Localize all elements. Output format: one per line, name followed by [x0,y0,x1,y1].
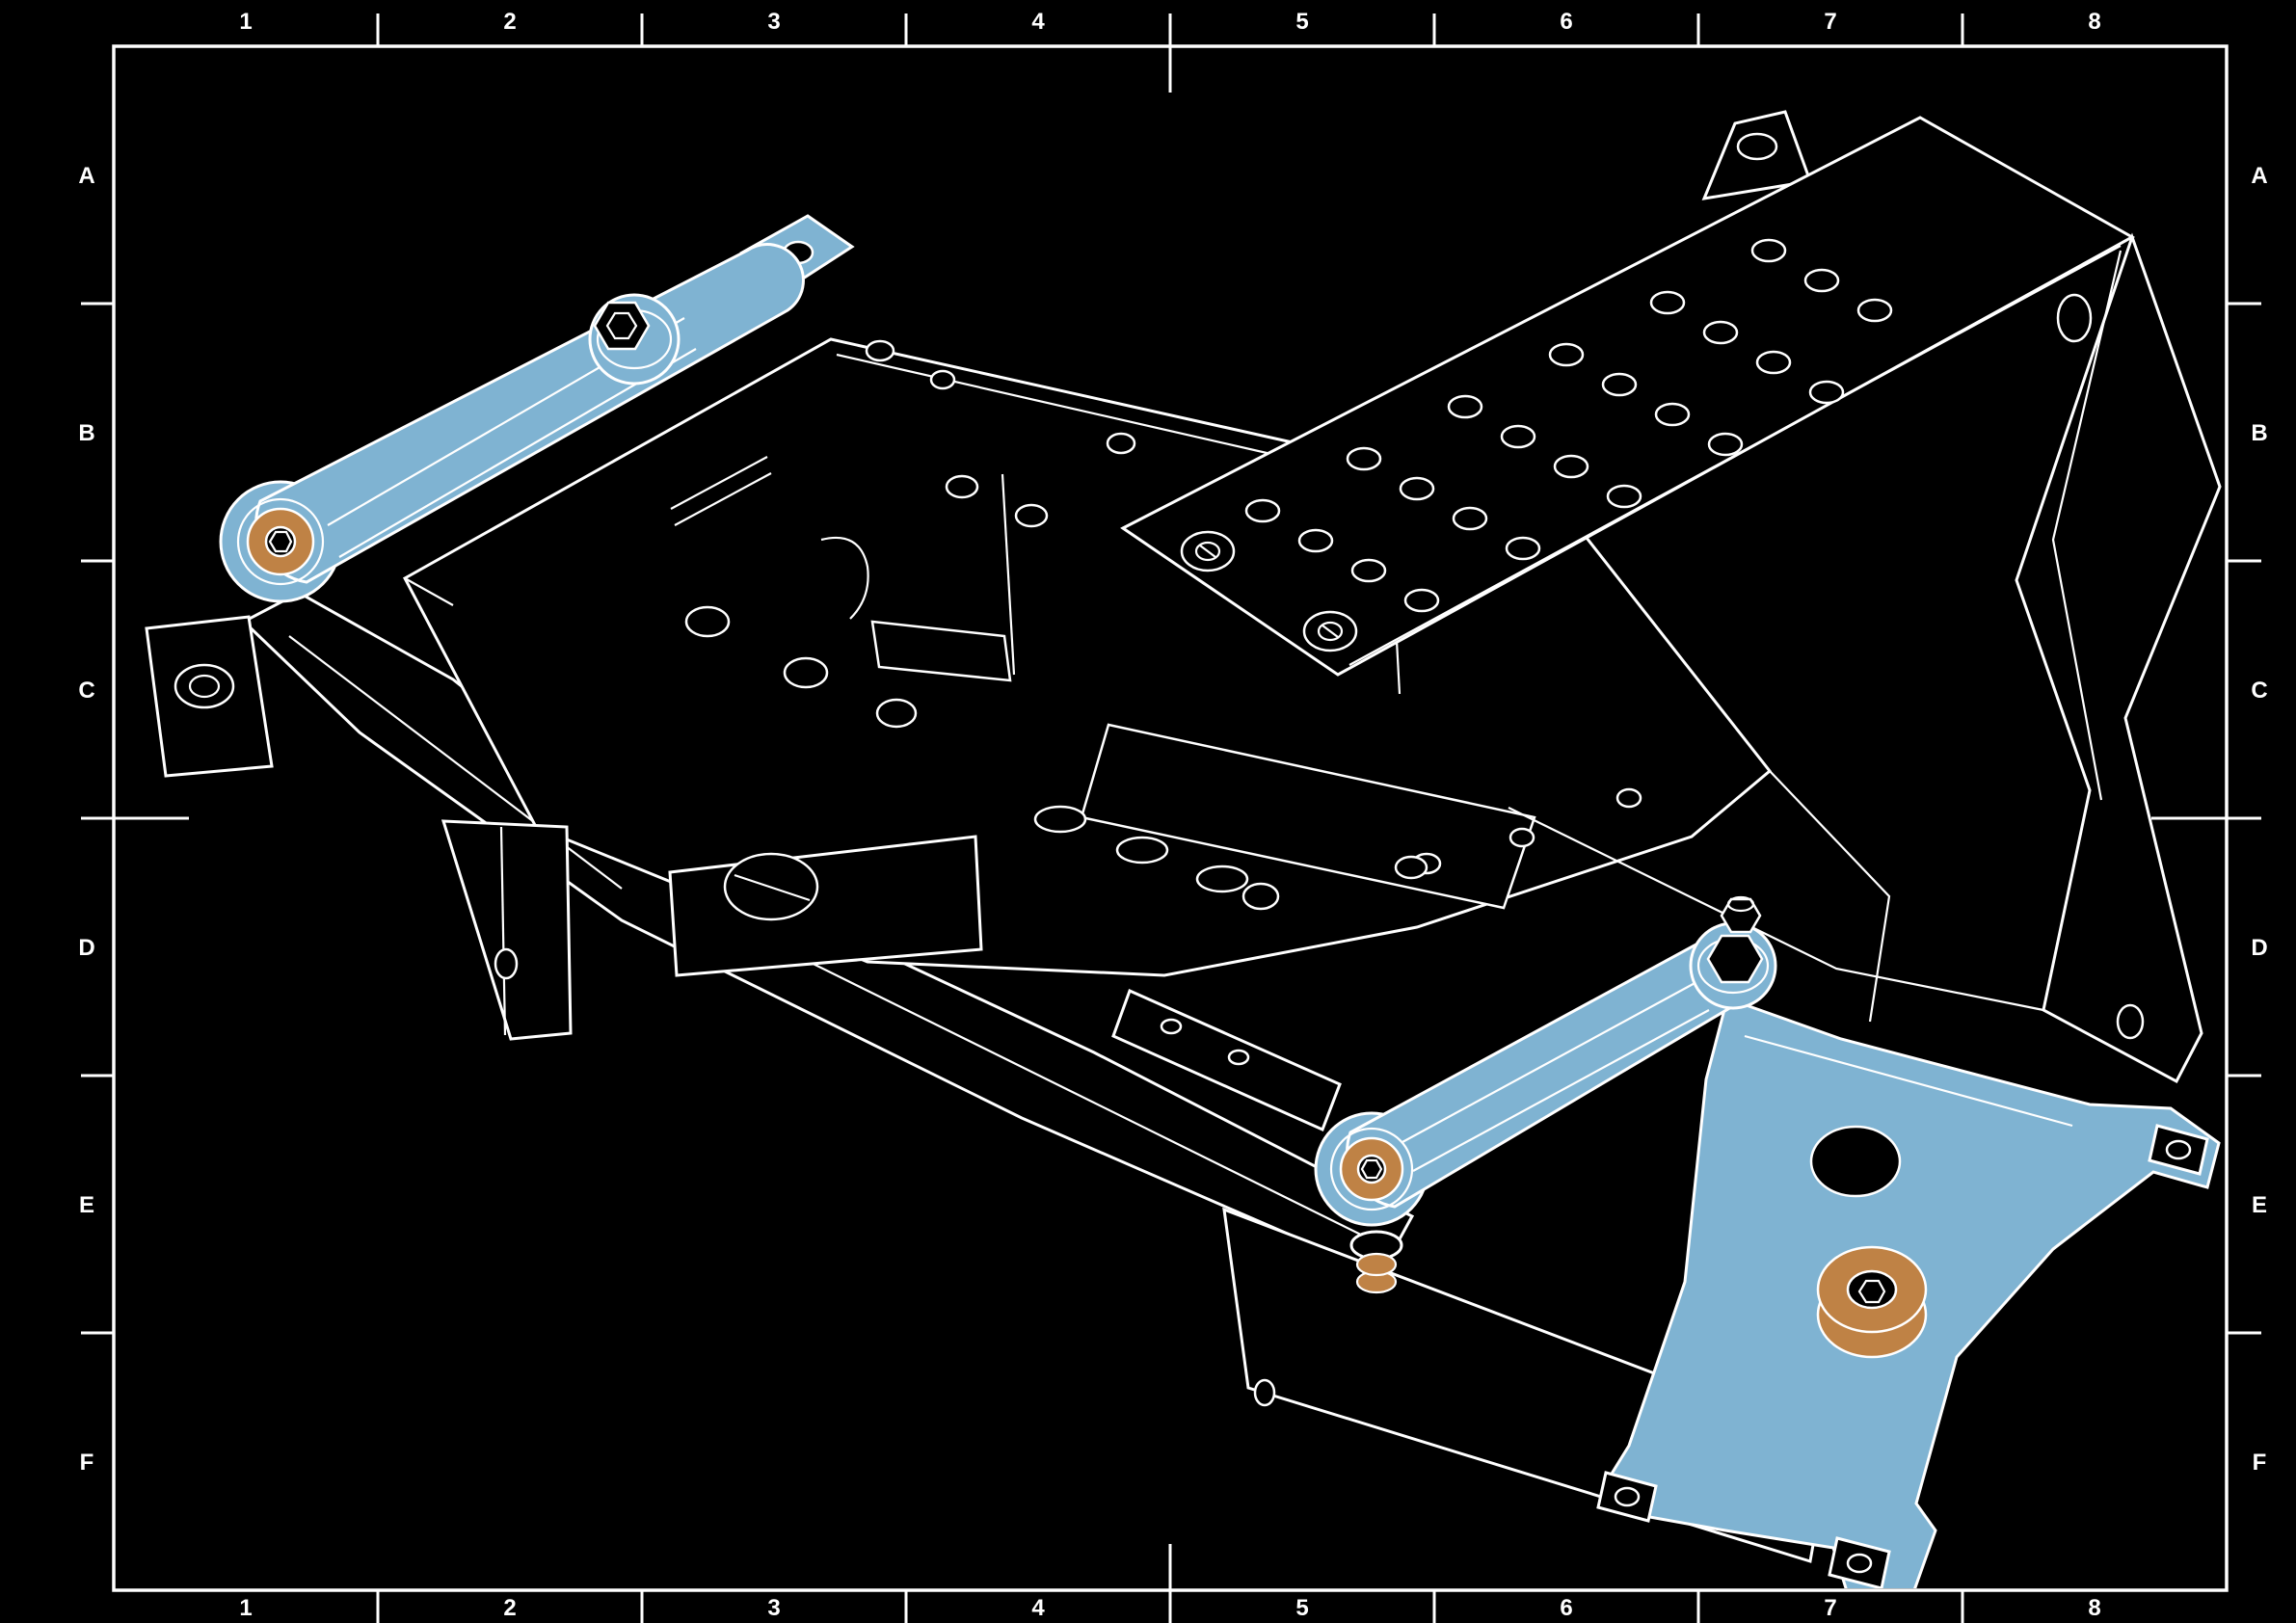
hanging-bracket [441,819,573,1041]
bottom-ticks [376,1544,1964,1623]
sheet-frame: 1 2 3 4 5 6 7 8 1 2 3 4 5 6 7 8 A B C D … [78,9,2268,1623]
bracket-hole [1809,1125,1902,1198]
zone-label: E [2252,1192,2267,1218]
plate-face [1120,116,2136,677]
zone-label: 2 [503,9,516,35]
zone-label: 3 [767,9,780,35]
flange-hole [2116,1003,2145,1040]
zone-label: C [78,678,94,704]
zone-label: F [80,1450,94,1476]
zone-label: 6 [1560,9,1572,35]
curved-slot [820,536,869,620]
hex-bolt-head [593,301,651,351]
zone-label: E [79,1192,94,1218]
zone-label: A [78,163,94,189]
row-labels-left: A B C D E F [78,163,94,1476]
zone-label: 7 [1824,1595,1836,1621]
deck-holes [684,339,1642,911]
eye-spacer [1349,1230,1403,1294]
side-flange [2015,232,2222,1084]
right-ticks [2151,302,2261,1335]
flange-hole [2056,293,2093,343]
hex-nut-lower [1706,934,1764,984]
zone-label: 4 [1031,1595,1045,1621]
zone-label: 5 [1295,1595,1308,1621]
zone-label: 1 [239,9,252,35]
zone-label: 8 [2088,1595,2100,1621]
bushing-bracket [1816,1245,1928,1359]
left-ticks [81,302,189,1335]
zone-label: B [78,420,94,446]
row-labels-right: A B C D E F [2251,163,2267,1476]
tab-hole [1736,132,1778,161]
zone-label: A [2251,163,2267,189]
zone-label: 4 [1031,9,1045,35]
zone-label: C [2251,678,2267,704]
assembly-view [145,110,2222,1588]
hole-grid [1244,238,1893,613]
column-labels-bottom: 1 2 3 4 5 6 7 8 [239,1595,2100,1621]
bushing-left [246,507,315,576]
socket-screw [1302,610,1358,652]
bushing-right [1339,1136,1404,1202]
zone-label: 1 [239,1595,252,1621]
bottom-tab-standoff [1828,1536,1891,1588]
zone-label: 3 [767,1595,780,1621]
socket-screw [1180,530,1236,572]
zone-label: 2 [503,1595,516,1621]
zone-label: 5 [1295,9,1308,35]
pivot-bracket-right [1596,997,2221,1588]
link-arm-right [1314,895,1777,1294]
zone-label: B [2251,420,2267,446]
zone-label: 8 [2088,9,2100,35]
perforated-mount-plate [1120,110,2222,1084]
right-tab-standoff [2148,1124,2209,1176]
zone-label: D [2251,935,2267,961]
deck-cutout-small [870,620,1012,682]
link-arm-left [219,214,855,603]
column-labels-top: 1 2 3 4 5 6 7 8 [239,9,2100,35]
stud-bracket [1111,988,1342,1132]
zone-label: D [78,935,94,961]
zone-label: F [2253,1450,2267,1476]
left-foot-standoff [1596,1471,1658,1523]
step-bracket [668,835,983,977]
zone-label: 7 [1824,9,1836,35]
zone-label: 6 [1560,1595,1572,1621]
left-mount-bracket [145,615,274,778]
top-ticks [376,13,1964,93]
